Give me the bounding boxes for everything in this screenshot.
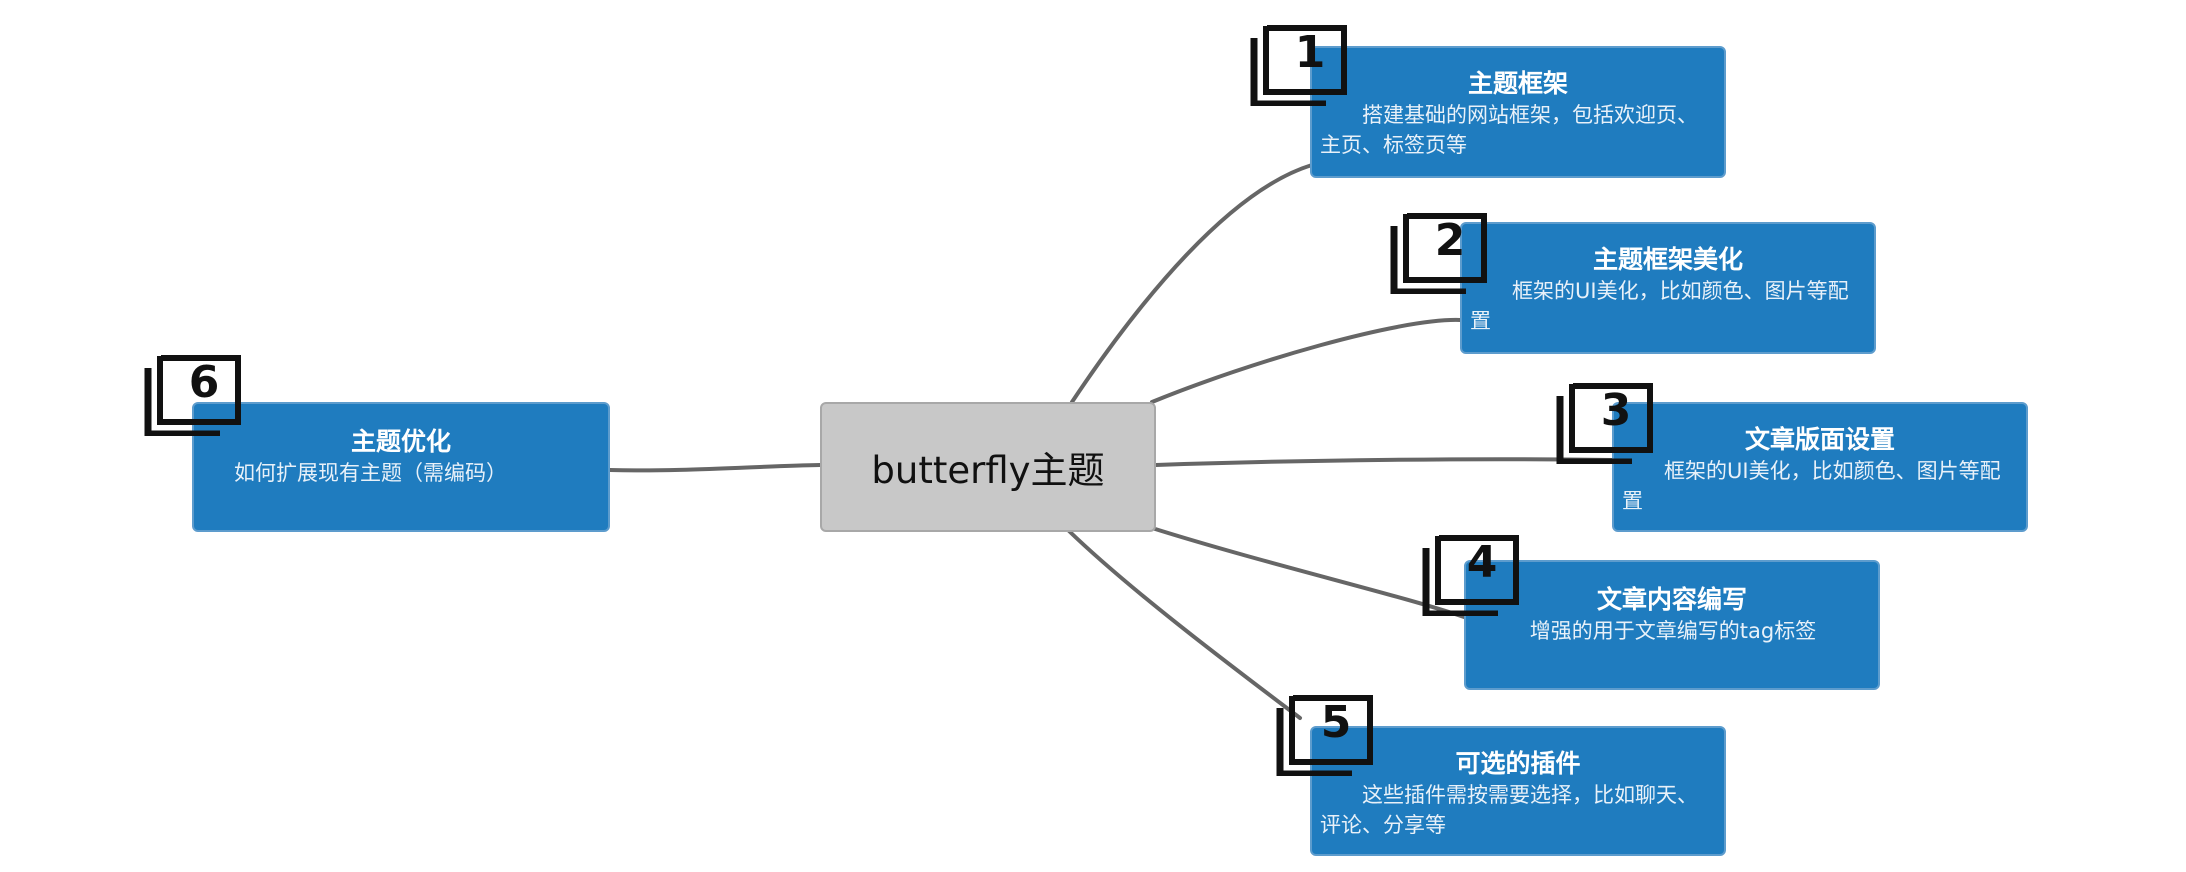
branch-node-3[interactable]: 文章版面设置 框架的UI美化，比如颜色、图片等配置 [1612,402,2028,532]
connector-branch-2 [1150,317,1462,404]
branch-node-description: 这些插件需按需要选择，比如聊天、评论、分享等 [1320,783,1698,837]
branch-node-description: 框架的UI美化，比如颜色、图片等配置 [1622,459,2001,513]
connector-branch-1 [1070,163,1314,404]
badge-number: 6 [188,357,220,408]
branch-node-description: 增强的用于文章编写的tag标签 [1529,619,1817,643]
central-topic-label: butterfly主题 [871,449,1105,492]
branch-node-5[interactable]: 可选的插件 这些插件需按需要选择，比如聊天、评论、分享等 [1310,726,1726,856]
branch-node-description: 如何扩展现有主题（需编码） [234,461,507,485]
numbered-stack-icon [1422,535,1519,616]
badge-number: 1 [1294,27,1326,78]
badge-number: 4 [1466,537,1498,588]
numbered-stack-icon [144,355,241,436]
branch-node-2[interactable]: 主题框架美化 框架的UI美化，比如颜色、图片等配置 [1460,222,1876,354]
number-badge-5: 5 [1276,694,1374,776]
connector-branch-4 [1150,526,1466,619]
number-badge-4: 4 [1422,534,1520,616]
number-badge-1: 1 [1250,24,1348,106]
number-badge-3: 3 [1556,382,1654,464]
numbered-stack-icon [1390,213,1487,294]
branch-node-description: 框架的UI美化，比如颜色、图片等配置 [1470,279,1849,333]
branch-node-6[interactable]: 主题优化 如何扩展现有主题（需编码） [192,402,610,532]
connector-branch-5 [1066,528,1302,720]
numbered-stack-icon [1556,383,1653,464]
numbered-stack-icon [1250,25,1347,106]
central-topic[interactable]: butterfly主题 [820,402,1156,532]
branch-node-title: 文章内容编写 [1596,585,1747,614]
number-badge-2: 2 [1390,212,1488,294]
branch-node-4[interactable]: 文章内容编写 增强的用于文章编写的tag标签 [1464,560,1880,690]
badge-number: 3 [1600,385,1632,436]
branch-node-title: 主题框架 [1467,69,1568,98]
badge-number: 5 [1320,697,1352,748]
branch-node-1[interactable]: 主题框架 搭建基础的网站框架，包括欢迎页、主页、标签页等 [1310,46,1726,178]
connector-branch-3 [1154,457,1614,467]
branch-node-title: 主题优化 [350,427,451,456]
number-badge-6: 6 [144,354,242,436]
branch-node-title: 文章版面设置 [1744,425,1895,454]
connector-branch-6 [608,463,822,473]
branch-node-title: 主题框架美化 [1592,245,1743,274]
branch-node-title: 可选的插件 [1455,749,1581,778]
badge-number: 2 [1434,215,1466,266]
numbered-stack-icon [1276,695,1373,776]
branch-node-description: 搭建基础的网站框架，包括欢迎页、主页、标签页等 [1320,103,1698,157]
